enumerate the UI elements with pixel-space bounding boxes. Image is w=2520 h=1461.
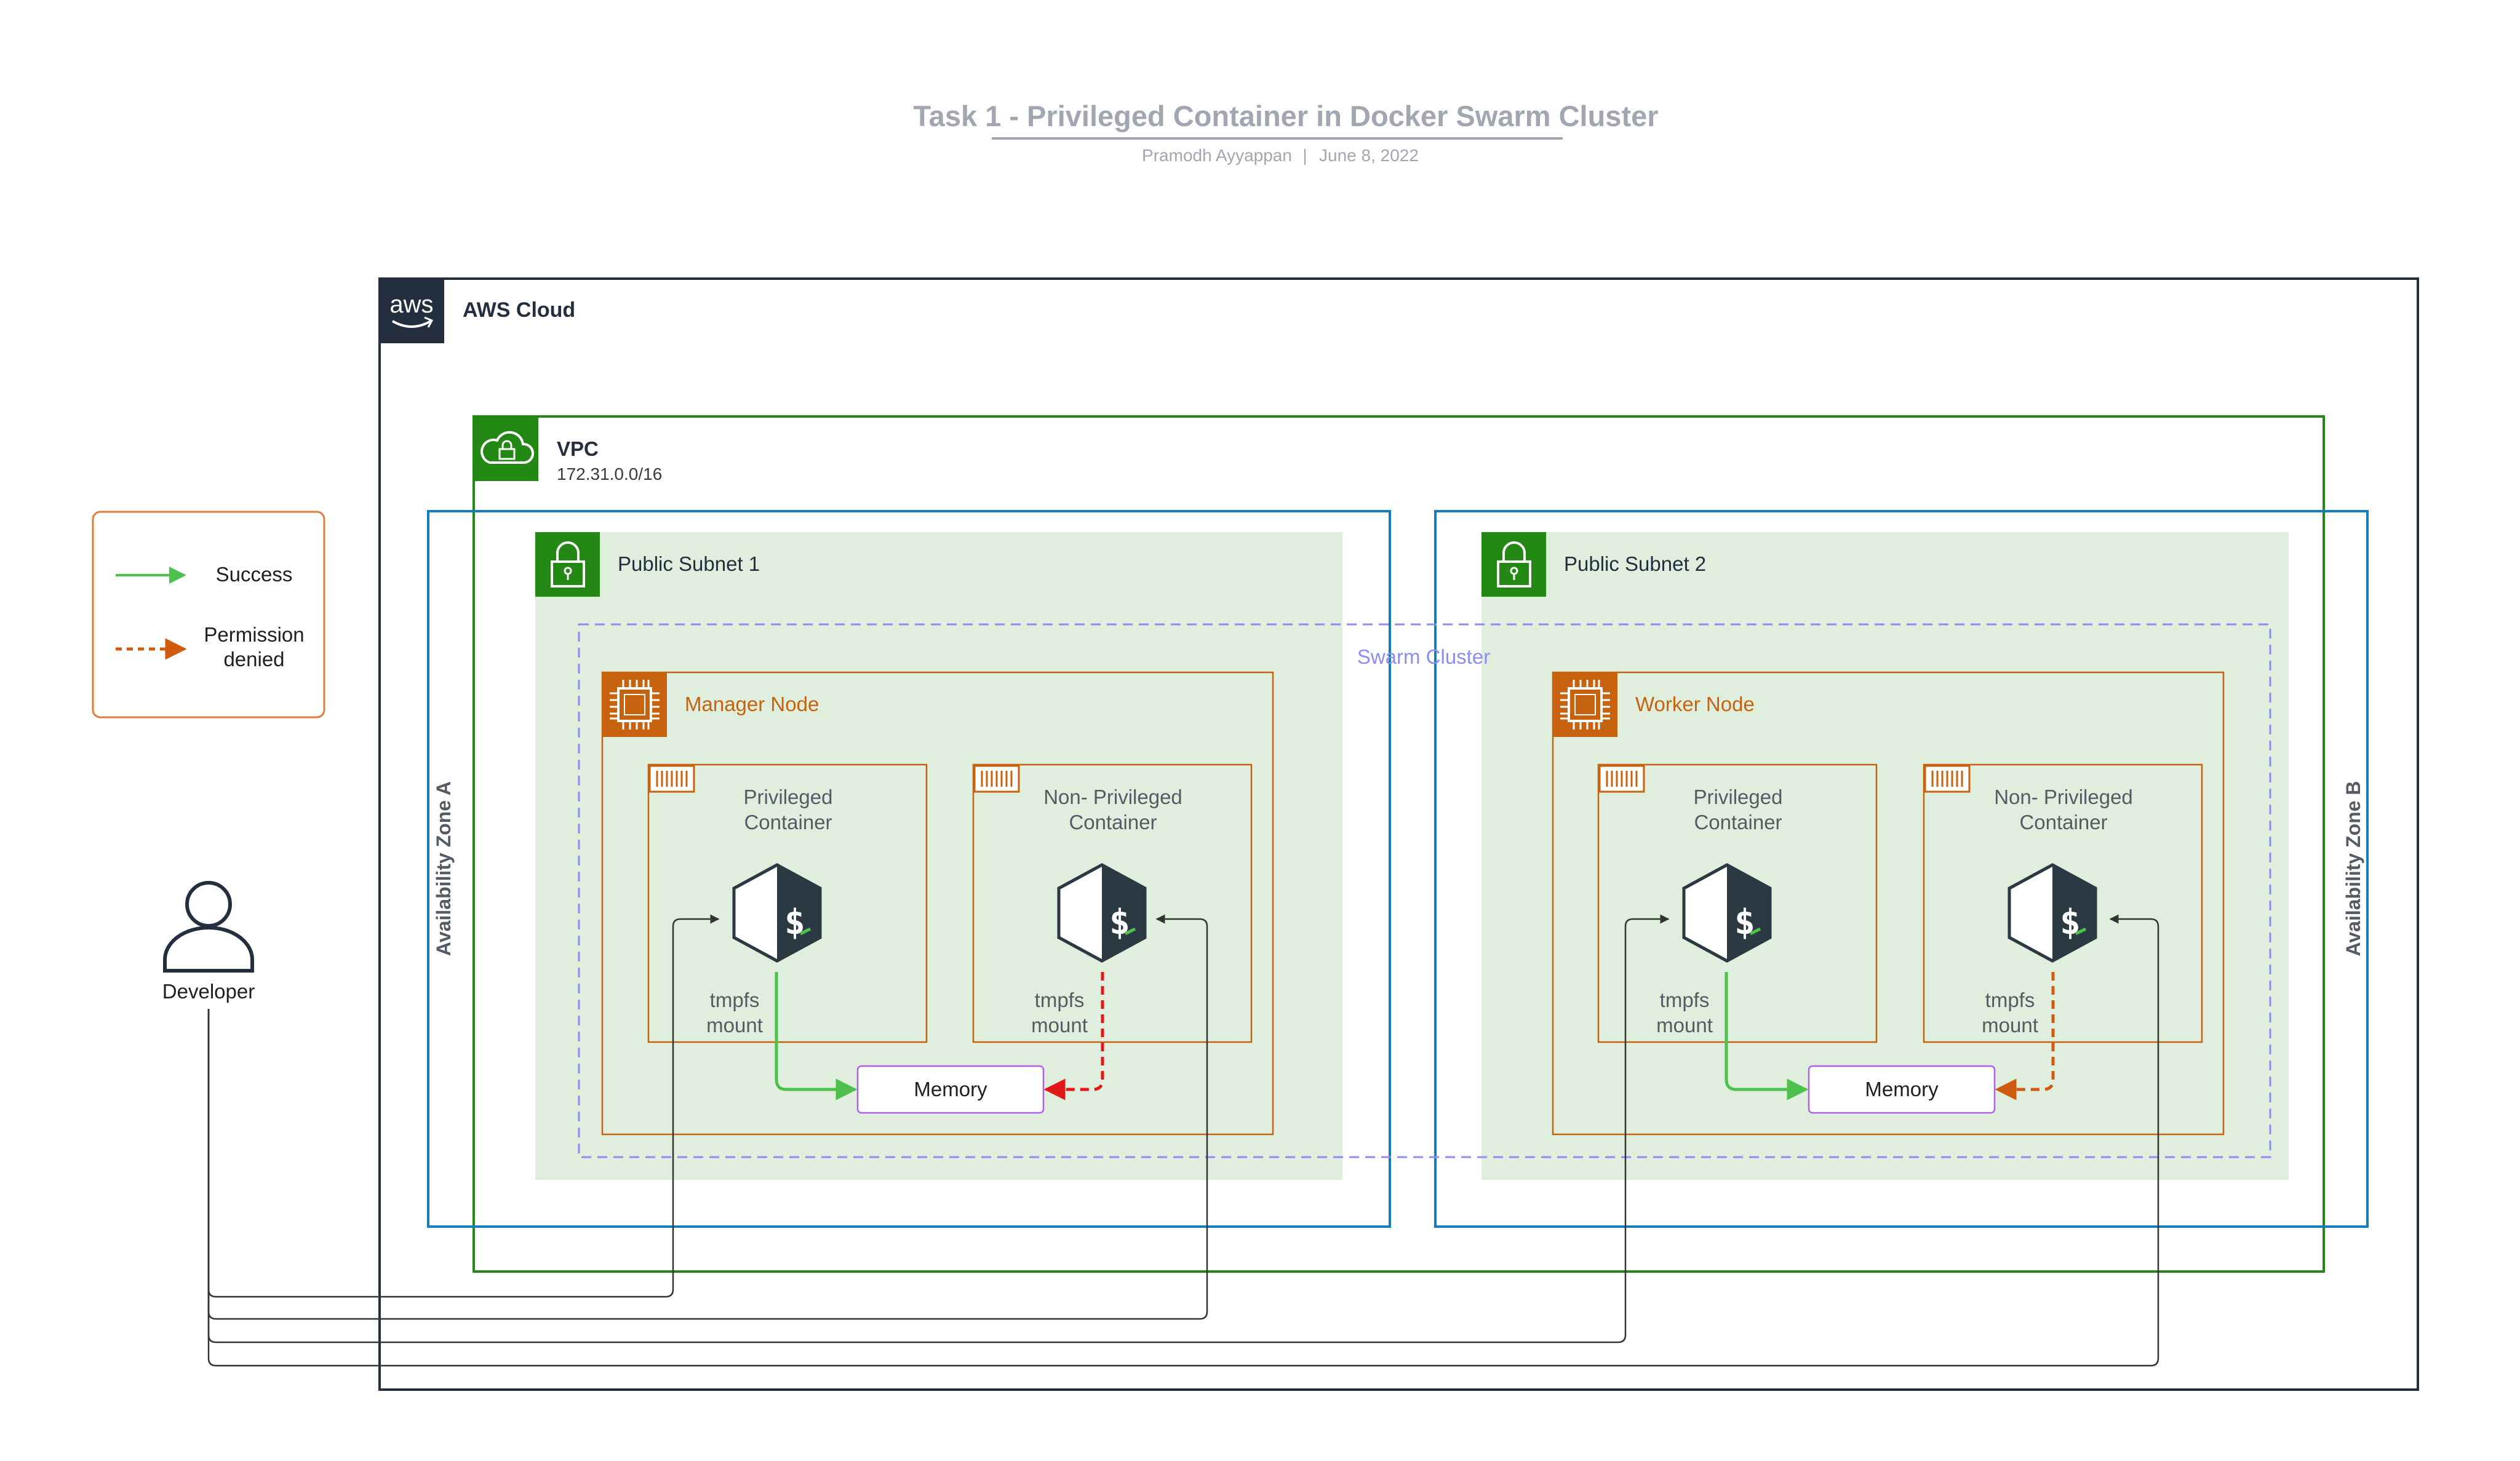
vpc-cidr: 172.31.0.0/16 [557, 464, 662, 484]
worker-nonprivileged-label-line1: Non- Privileged [1994, 786, 2133, 808]
az-a-boundary [427, 510, 1391, 1228]
developer-access-lines [207, 914, 2159, 1367]
user-icon [163, 881, 254, 973]
worker-node-boundary [1552, 671, 2225, 1136]
az-b-boundary [1434, 510, 2369, 1228]
access-line-worker-privileged [207, 914, 1670, 1344]
developer: Developer [162, 881, 255, 1003]
public-subnet-2: Public Subnet 2 [1480, 531, 1706, 598]
cloud-lock-icon [474, 416, 538, 481]
vpc-group: VPC 172.31.0.0/16 [472, 415, 2325, 1273]
worker-mount1-line1: tmpfs [1660, 989, 1710, 1011]
access-line-worker-nonprivileged [207, 914, 2159, 1367]
chip-icon [601, 671, 668, 738]
manager-nonprivileged-label-line1: Non- Privileged [1043, 786, 1182, 808]
manager-success-arrow [775, 972, 858, 1101]
padlock-icon [1480, 531, 1547, 598]
manager-node: Manager Node Privileged Container tmpfs … [601, 671, 1274, 1136]
manager-nonprivileged-container [972, 763, 1253, 1043]
availability-zone-b: Availability Zone B [1434, 510, 2369, 1228]
legend-denied-label-line2: denied [223, 648, 284, 671]
worker-privileged-container [1597, 763, 1878, 1043]
subnet-2-label: Public Subnet 2 [1564, 552, 1706, 575]
vpc-boundary [472, 415, 2325, 1273]
worker-denied-arrow [1995, 972, 2055, 1101]
container-icon [1598, 765, 1645, 793]
aws-cloud-boundary [378, 277, 2419, 1391]
aws-logo-icon [380, 279, 444, 343]
manager-node-boundary [601, 671, 1274, 1136]
container-icon [648, 765, 695, 793]
worker-mount2-line2: mount [1982, 1014, 2038, 1037]
container-icon [973, 765, 1020, 793]
az-a-label: Availability Zone A [433, 781, 455, 956]
worker-privileged-label-line1: Privileged [1694, 786, 1783, 808]
worker-mount2-line1: tmpfs [1985, 989, 2035, 1011]
access-line-manager-privileged [207, 914, 720, 1298]
az-b-label: Availability Zone B [2342, 781, 2364, 956]
public-subnet-1: Public Subnet 1 [534, 531, 760, 598]
manager-privileged-label-line2: Container [744, 811, 832, 834]
worker-mount1-line2: mount [1656, 1014, 1713, 1037]
chip-icon [1552, 671, 1619, 738]
availability-zone-a: Availability Zone A [427, 510, 1391, 1228]
manager-mount2-line2: mount [1031, 1014, 1088, 1037]
manager-mount1-line2: mount [706, 1014, 763, 1037]
manager-memory-box [856, 1065, 1045, 1114]
legend-success-label: Success [216, 563, 293, 586]
manager-denied-arrow [1043, 972, 1104, 1101]
worker-node: Worker Node Privileged Container tmpfs m… [1552, 671, 2225, 1136]
legend-denied-label-line1: Permission [204, 623, 304, 646]
worker-memory-label: Memory [1865, 1078, 1939, 1101]
manager-mount2-line1: tmpfs [1035, 989, 1085, 1011]
legend: Success Permission denied [92, 511, 325, 719]
legend-box [92, 511, 325, 719]
diagram-title: Task 1 - Privileged Container in Docker … [913, 100, 1658, 132]
header-date: June 8, 2022 [1319, 146, 1419, 165]
diagram-header: Task 1 - Privileged Container in Docker … [913, 100, 1658, 165]
access-line-manager-nonprivileged [207, 914, 1208, 1320]
header-separator: | [1302, 146, 1307, 165]
manager-nonprivileged-label-line2: Container [1069, 811, 1157, 834]
swarm-cluster: Swarm Cluster [578, 623, 2271, 1158]
subnet-1-label: Public Subnet 1 [618, 552, 760, 575]
padlock-icon [534, 531, 601, 598]
worker-node-label: Worker Node [1635, 693, 1755, 715]
header-author: Pramodh Ayyappan [1142, 146, 1292, 165]
worker-privileged-label-line2: Container [1694, 811, 1782, 834]
aws-cloud-label: AWS Cloud [463, 298, 575, 322]
swarm-cluster-boundary [578, 623, 2271, 1158]
vpc-label: VPC [557, 437, 599, 460]
manager-privileged-container [647, 763, 928, 1043]
worker-nonprivileged-container [1923, 763, 2203, 1043]
manager-memory-label: Memory [914, 1078, 987, 1101]
worker-nonprivileged-label-line2: Container [2019, 811, 2107, 834]
aws-logo-text: aws [389, 291, 433, 318]
container-icon [1924, 765, 1971, 793]
manager-mount1-line1: tmpfs [710, 989, 760, 1011]
manager-privileged-label-line1: Privileged [744, 786, 833, 808]
aws-cloud-group: aws AWS Cloud [378, 277, 2419, 1391]
swarm-cluster-label: Swarm Cluster [1357, 645, 1490, 668]
manager-node-label: Manager Node [685, 693, 819, 715]
developer-label: Developer [162, 980, 255, 1003]
worker-success-arrow [1725, 972, 1809, 1101]
worker-memory-box [1808, 1065, 1996, 1114]
